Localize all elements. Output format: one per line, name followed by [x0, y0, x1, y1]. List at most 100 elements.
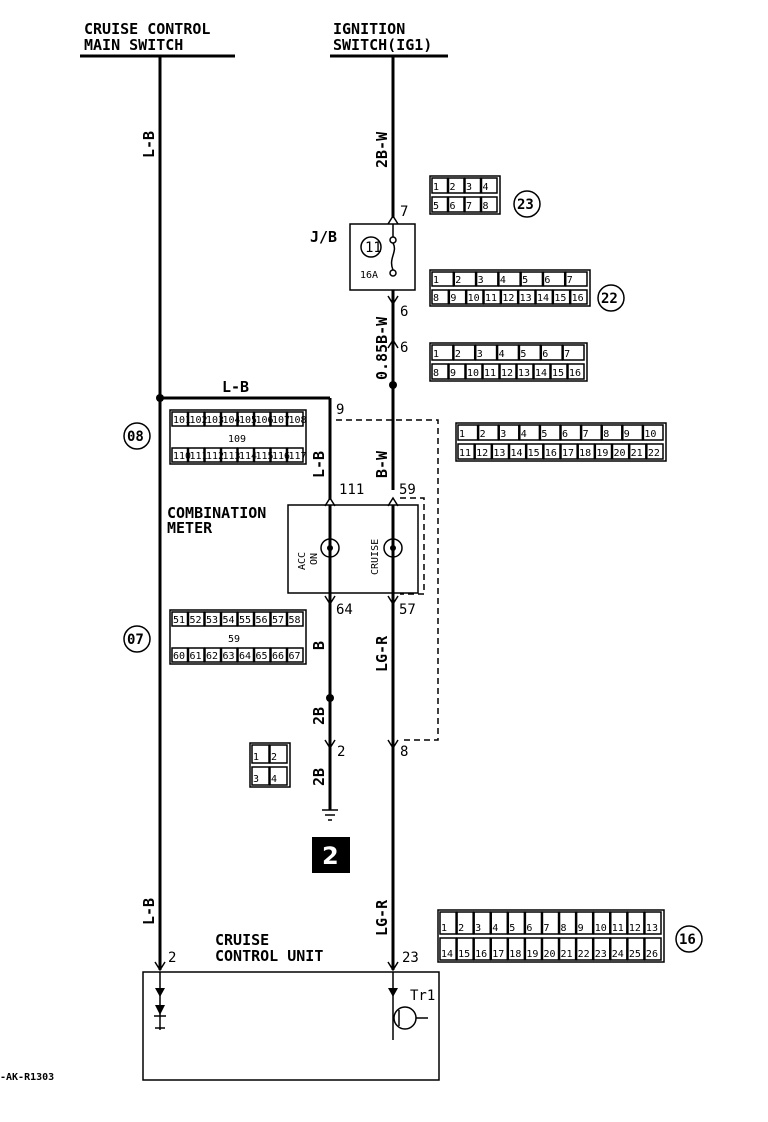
wire-label-ig-top: 2B-W [373, 131, 391, 168]
connector-pin-label: 117 [289, 451, 307, 462]
connector-pin-label: 2 [450, 182, 456, 193]
connector-pin-cell [286, 611, 304, 627]
connector-pin-label: 113 [223, 451, 241, 462]
fuse-amp: 16A [360, 270, 378, 281]
connector-pin-cell [524, 911, 543, 935]
connector-pin-cell [499, 363, 517, 380]
connector-pin-label: 3 [475, 923, 481, 934]
connector-pin-label: 10 [467, 368, 479, 379]
connector-pin-label: 17 [492, 949, 504, 960]
connector-pin-label: 106 [256, 415, 274, 426]
connector-pin-cell [464, 177, 482, 194]
connector-pin-cell [490, 911, 509, 935]
connector-pin-cell [567, 363, 585, 380]
connector-pin-cell [628, 443, 647, 460]
connector-pin-cell [525, 443, 544, 460]
connector-pin-label: 12 [476, 448, 488, 459]
connector-pin-cell [453, 271, 477, 287]
connector-pin-label: 62 [206, 651, 218, 662]
connector-pin-label: 60 [173, 651, 185, 662]
connector-pin-cell [220, 411, 238, 427]
connector-pin-label: 110 [173, 451, 191, 462]
pin-2u: 2 [168, 950, 176, 966]
connector-pin-label: 64 [239, 651, 251, 662]
wire-label-meter-in-left: L-B [310, 451, 328, 478]
connector-pin-cell [187, 611, 205, 627]
connector-pin-label: 103 [206, 415, 224, 426]
connector-pin-label: 4 [521, 429, 527, 440]
connector-pin-cell [269, 766, 288, 786]
connector-pin-label: 2 [271, 752, 277, 763]
connector-id-23: 23 [517, 197, 534, 213]
connector-pin-label: 114 [239, 451, 257, 462]
connector-pin-cell [507, 911, 526, 935]
wire-label-left-bottom: L-B [140, 898, 158, 925]
pin-6a: 6 [400, 304, 408, 320]
connector-pin-label: 101 [173, 415, 191, 426]
connector-pin-label: 108 [289, 415, 307, 426]
connector-pin-label: 9 [450, 368, 456, 379]
connector-pin-label: 13 [493, 448, 505, 459]
connector-pin-cell [439, 937, 457, 961]
connector-pin-label: 20 [543, 949, 555, 960]
connector-pin-cell [627, 937, 645, 961]
jb-box [349, 223, 416, 291]
connector-pin-label: 1 [253, 752, 259, 763]
pin-57: 57 [399, 602, 416, 618]
connector-pin-cell [601, 424, 623, 441]
pin-9: 9 [336, 402, 344, 418]
connector-pin-cell [518, 344, 542, 361]
dashed-inner [400, 497, 425, 595]
connector-pin-cell [539, 424, 561, 441]
arrow-pin-2u [154, 961, 166, 972]
connector-pin-cell [447, 177, 465, 194]
connector-pin-label: 9 [624, 429, 630, 440]
connector-pin-cell [480, 177, 498, 194]
fuse-number-circle [360, 236, 382, 258]
connector-pin-label: 104 [223, 415, 241, 426]
wire-label-ig-mid: 0.85B-W [373, 316, 391, 380]
connector-pin-label: 6 [542, 349, 548, 360]
cruise-lamp-icon [383, 538, 403, 558]
meter-on-label: ON [309, 553, 320, 565]
connector-pin-label: 7 [466, 201, 472, 212]
connector-pin-cell [457, 424, 479, 441]
acc-on-lamp-icon [320, 538, 340, 558]
connector-pin-cell [550, 363, 568, 380]
connector-pin-cell [473, 937, 491, 961]
connector-pin-cell [475, 271, 499, 287]
connector-body [249, 742, 291, 788]
connector-pin-cell [592, 937, 611, 961]
connector-pin-label: 4 [271, 774, 277, 785]
connector-pin-cell [627, 911, 645, 935]
connector-pin-label: 65 [256, 651, 268, 662]
pin-2g: 2 [337, 744, 345, 760]
connector-pin-cell [204, 447, 222, 463]
connector-pin-label: 12 [502, 293, 514, 304]
pin-6b: 6 [400, 340, 408, 356]
connector-pin-label: 102 [190, 415, 208, 426]
connector-pin-label: 111 [190, 451, 208, 462]
connector-pin-label: 25 [629, 949, 641, 960]
connector-pin-label: 54 [223, 615, 235, 626]
cruise-control-unit-box [142, 971, 440, 1081]
connector-pin-cell [448, 363, 466, 380]
connector-pin-cell [610, 911, 628, 935]
pin-8: 8 [400, 744, 408, 760]
connector-pin-cell [187, 411, 205, 427]
arrow-pin-2g [324, 739, 336, 750]
connector-pin-cell [580, 424, 602, 441]
connector-08: 1011021031041051061071081091101111121131… [169, 409, 307, 465]
pin-7: 7 [400, 204, 408, 220]
connector-body [429, 269, 591, 307]
connector-pin-label: 4 [483, 182, 489, 193]
connector-pin-cell [541, 937, 560, 961]
connector-pin-label: 1 [433, 349, 439, 360]
connector-pin-label: 3 [253, 774, 259, 785]
dashed-connector-outline [336, 419, 439, 741]
connector-pin-label: 14 [535, 368, 547, 379]
connector-pin-label: 13 [518, 368, 530, 379]
connector-pin-label: 7 [567, 275, 573, 286]
connector-pin-label: 5 [433, 201, 439, 212]
